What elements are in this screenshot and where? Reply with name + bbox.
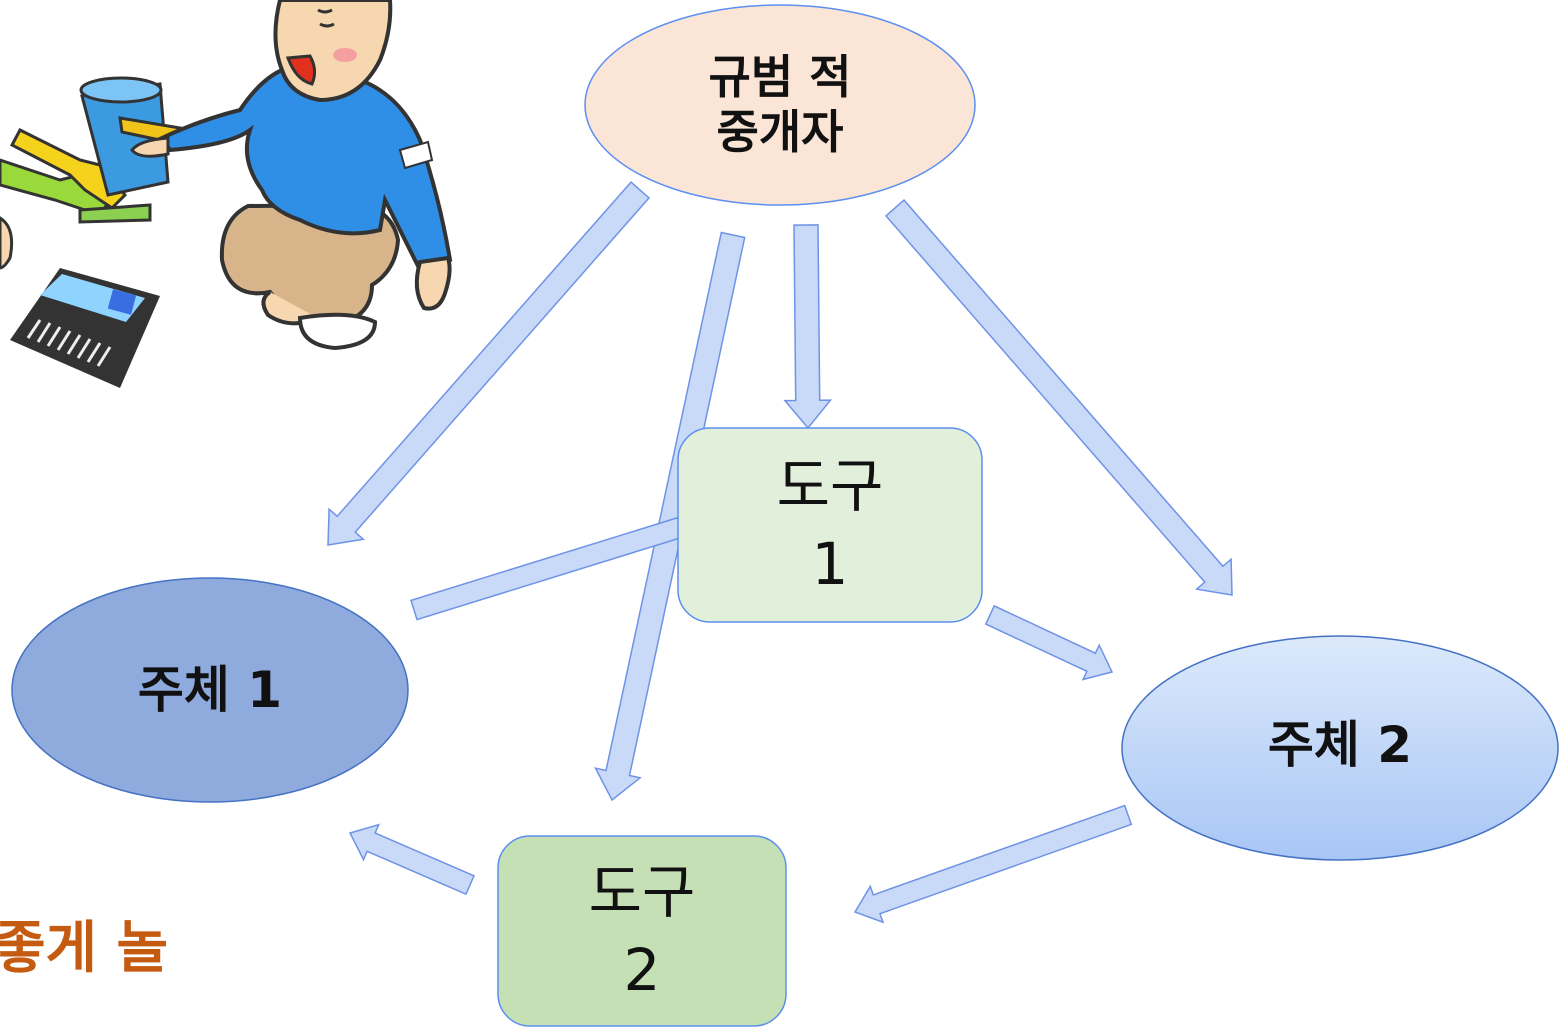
ball-icon <box>0 216 14 270</box>
arrow-mediator-to-subject1 <box>327 181 651 546</box>
tool2-label-line2: 2 <box>623 936 661 1004</box>
arrow-mediator-to-tool2 <box>594 231 746 802</box>
arrows-group <box>327 181 1233 924</box>
tool2-label: 도구 2 <box>498 856 786 1006</box>
mediator-ellipse <box>584 4 976 206</box>
caption-text: 좋게 놀 <box>0 916 169 981</box>
child-playing-with-toys-illustration <box>0 0 453 388</box>
tool1-label-line1: 도구 <box>776 451 884 520</box>
subject1-label: 주체 1 <box>40 650 380 730</box>
arrow-tool1-to-subject2 <box>984 604 1114 681</box>
tool2-box <box>497 835 787 1027</box>
mediator-label-line2: 중개자 <box>716 105 844 159</box>
subject2-label-text: 주체 2 <box>1267 716 1413 774</box>
tool1-box <box>677 427 983 623</box>
mediator-label-line1: 규범 적 <box>708 49 852 104</box>
tool1-label: 도구 1 <box>678 450 982 600</box>
toy-shovels-icon <box>0 128 152 224</box>
arrow-mediator-to-subject2 <box>884 199 1233 596</box>
subject1-label-text: 주체 1 <box>137 661 283 719</box>
boy-sweater-icon <box>159 64 453 273</box>
tool1-label-line2: 1 <box>811 530 849 598</box>
arrow-subject2-to-tool2 <box>853 804 1133 924</box>
tool2-label-line1: 도구 <box>588 857 696 926</box>
mediator-label: 규범 적 중개자 <box>630 40 930 170</box>
boy-shoe-icon <box>297 312 378 351</box>
toy-bucket-icon <box>79 76 194 197</box>
toy-console-icon <box>10 268 160 388</box>
subject2-label: 주체 2 <box>1180 705 1500 785</box>
arrow-tool2-to-subject1 <box>348 823 475 896</box>
subject2-ellipse <box>1121 635 1559 861</box>
arrow-mediator-to-tool1 <box>783 224 833 430</box>
subject1-ellipse <box>11 577 409 803</box>
